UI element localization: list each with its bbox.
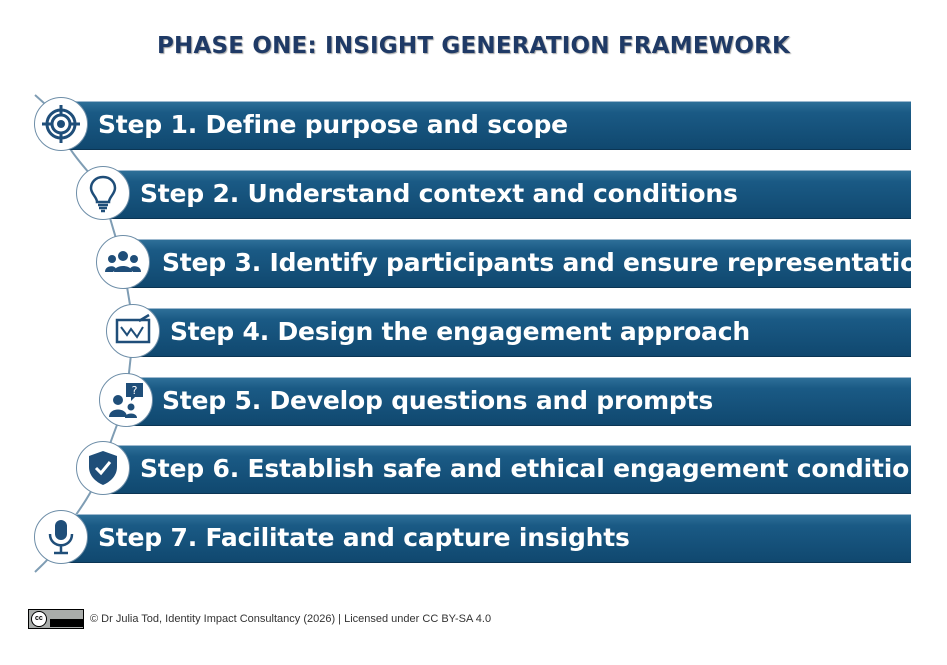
step-label-4: Step 4. Design the engagement approach <box>170 317 750 346</box>
step-label-7: Step 7. Facilitate and capture insights <box>98 523 630 552</box>
step-bar-7: Step 7. Facilitate and capture insights <box>62 514 911 562</box>
step-bar-6: Step 6. Establish safe and ethical engag… <box>104 445 942 493</box>
shield-check-icon <box>76 441 130 495</box>
microphone-icon <box>34 510 88 564</box>
step-label-6: Step 6. Establish safe and ethical engag… <box>140 454 942 483</box>
page-title: PHASE ONE: INSIGHT GENERATION FRAMEWORK <box>156 33 791 59</box>
step-bar-1: Step 1. Define purpose and scope <box>62 101 911 149</box>
lightbulb-icon <box>76 166 130 220</box>
footer-credit: © Dr Julia Tod, Identity Impact Consulta… <box>90 613 492 625</box>
step-label-1: Step 1. Define purpose and scope <box>98 110 568 139</box>
people-group-icon <box>96 235 150 289</box>
step-bar-4: Step 4. Design the engagement approach <box>134 308 911 356</box>
target-icon <box>34 97 88 151</box>
question-speech-icon: ? <box>99 373 153 427</box>
step-bar-5: Step 5. Develop questions and prompts <box>127 377 911 425</box>
svg-text:?: ? <box>132 384 138 397</box>
step-label-3: Step 3. Identify participants and ensure… <box>162 248 935 277</box>
cc-by-sa-badge-icon: cc <box>28 609 84 629</box>
step-label-2: Step 2. Understand context and condition… <box>140 179 738 208</box>
footer: cc © Dr Julia Tod, Identity Impact Consu… <box>28 609 491 629</box>
step-bar-2: Step 2. Understand context and condition… <box>104 170 911 218</box>
design-board-icon <box>106 304 160 358</box>
step-bar-3: Step 3. Identify participants and ensure… <box>124 239 935 287</box>
step-label-5: Step 5. Develop questions and prompts <box>162 386 714 415</box>
